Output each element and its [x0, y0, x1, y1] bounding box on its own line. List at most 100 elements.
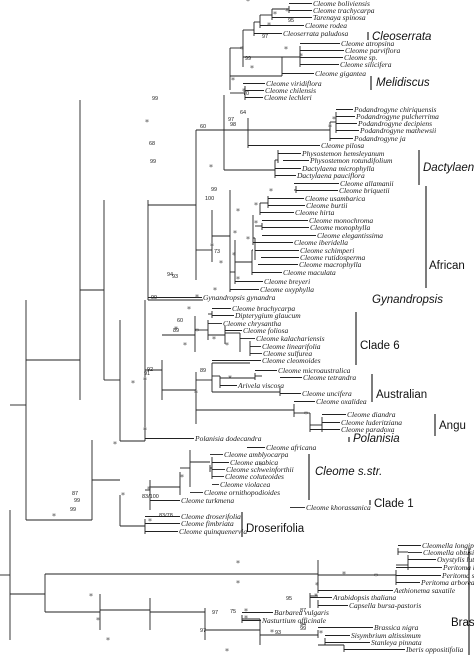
support-star: *: [285, 7, 289, 16]
support-value: 91: [144, 371, 150, 377]
support-value: 83/100: [142, 494, 159, 500]
support-star: *: [143, 376, 147, 385]
support-value: 87: [72, 491, 78, 497]
support-star: *: [284, 45, 288, 54]
clade-label-cleome-s-str: Cleome s.str.: [315, 466, 382, 478]
taxon-label-podandrogyne-chiriquensis: Podandrogyne chiriquensis: [353, 105, 437, 114]
support-star: *: [246, 235, 250, 244]
support-value: 60: [177, 318, 183, 324]
support-star: *: [195, 327, 199, 336]
support-star: *: [304, 410, 308, 419]
taxon-label-cleome-linearifolia: Cleome linearifolia: [262, 342, 321, 351]
taxon-label-cleome-rodea: Cleome rodea: [305, 21, 347, 30]
taxon-label-cleome-arabica: Cleome arabica: [230, 458, 278, 467]
taxon-label-cleome-maculata: Cleome maculata: [283, 268, 336, 277]
taxon-label-cleome-tetrandra: Cleome tetrandra: [303, 373, 356, 382]
taxon-label-cleome-microaustralica: Cleome microaustralica: [278, 366, 351, 375]
support-value: 93: [275, 630, 281, 636]
support-star: *: [236, 559, 240, 568]
support-value: 99: [70, 507, 76, 513]
support-value: 60: [200, 124, 206, 130]
support-value: 100: [205, 196, 214, 202]
clade-label-dactylaen: Dactylaen: [423, 162, 474, 174]
support-value: 64: [240, 110, 246, 116]
support-star: *: [244, 607, 248, 616]
support-value: 92: [147, 367, 153, 373]
taxon-label-cleome-breyeri: Cleome breyeri: [264, 277, 310, 286]
support-star: *: [314, 592, 318, 601]
taxon-label-oxystylis-lutea: Oxystylis lutea: [437, 555, 474, 564]
taxon-label-sisymbrium-altissimum: Sisymbrium altissimum: [351, 631, 421, 640]
support-star: *: [131, 379, 135, 388]
support-value: 68: [149, 141, 155, 147]
taxon-label-podandrogyne-decipiens: Podandrogyne decipiens: [357, 119, 432, 128]
taxon-label-dipterygium-glaucum: Dipterygium glaucum: [234, 311, 301, 320]
support-star: *: [244, 614, 248, 623]
support-star: *: [273, 10, 277, 19]
support-star: *: [195, 293, 199, 302]
clade-label-clade-6: Clade 6: [360, 340, 400, 352]
taxon-label-nasturtium-officinale: Nasturtium officinale: [261, 616, 327, 625]
support-value: 99: [211, 187, 217, 193]
support-value: 95: [286, 596, 292, 602]
taxon-label-cleome-uncifera: Cleome uncifera: [302, 389, 352, 398]
taxon-label-cleome-oxyphylla: Cleome oxyphylla: [260, 285, 314, 294]
support-value: 97: [200, 628, 206, 634]
support-star: *: [121, 491, 125, 500]
support-value: 89: [200, 368, 206, 374]
taxon-label-cleome-cleomoides: Cleome cleomoides: [262, 356, 321, 365]
support-star: *: [113, 440, 117, 449]
support-star: *: [332, 115, 336, 124]
taxon-label-stanleya-pinnata: Stanleya pinnata: [371, 638, 422, 647]
taxon-label-cleome-gigantea: Cleome gigantea: [315, 69, 366, 78]
support-star: *: [236, 207, 240, 216]
clade-label-droserifolia: Droserifolia: [246, 523, 305, 535]
support-star: *: [106, 636, 110, 645]
support-star: *: [269, 187, 273, 196]
taxon-label-cleome-fimbriata: Cleome fimbriata: [181, 519, 234, 528]
support-star: *: [270, 628, 274, 637]
taxon-label-peritoma-lutea: Peritoma lutea: [442, 563, 474, 572]
support-value: 99: [74, 498, 80, 504]
taxon-label-arivela-viscosa: Arivela viscosa: [237, 381, 284, 390]
clade-label-cleoserrata: Cleoserrata: [372, 31, 431, 43]
taxon-label-cleome-chilensis: Cleome chilensis: [265, 86, 316, 95]
taxon-label-cleome-turkmena: Cleome turkmena: [181, 496, 234, 505]
taxon-label-cleome-chrysantha: Cleome chrysantha: [223, 319, 281, 328]
support-star: *: [147, 485, 151, 494]
taxon-label-cleome-ornithopodioides: Cleome ornithopodioides: [204, 488, 280, 497]
taxon-label-dactylaena-microphylla: Dactylaena microphylla: [301, 164, 375, 173]
clade-bars: [241, 32, 470, 655]
taxon-label-peritoma-arborea: Peritoma arborea: [420, 578, 474, 587]
taxon-label-cleome-amblyocarpa: Cleome amblyocarpa: [224, 450, 289, 459]
taxon-label-polanisia-dodecandra: Polanisia dodecandra: [194, 434, 262, 443]
tree-branches: [0, 3, 442, 652]
support-star: *: [342, 570, 346, 579]
taxon-label-cleome-sp: Cleome sp.: [344, 53, 377, 62]
support-value: 94: [300, 622, 306, 628]
taxon-label-cleome-schimperi: Cleome schimperi: [300, 246, 354, 255]
support-star: *: [96, 616, 100, 625]
support-value: 99: [150, 159, 156, 165]
support-star: *: [210, 242, 214, 251]
taxon-label-peritoma-serrulata: Peritoma serrulata: [441, 571, 474, 580]
support-value: 89: [173, 328, 179, 334]
taxon-label-arabidopsis-thaliana: Arabidopsis thaliana: [332, 593, 396, 602]
support-value: 99: [300, 626, 306, 632]
support-star: *: [299, 52, 303, 61]
taxon-label-cleoserrata-paludosa: Cleoserrata paludosa: [283, 29, 348, 38]
clade-labels: CleoserrataMelidiscusDactylaenAfricanGyn…: [246, 31, 474, 629]
taxon-label-cleome-rutidosperma: Cleome rutidosperma: [300, 253, 365, 262]
support-star: *: [233, 229, 237, 238]
taxon-label-cleome-hirta: Cleome hirta: [295, 208, 335, 217]
taxon-label-cleome-briquetii: Cleome briquetii: [339, 186, 390, 195]
taxon-label-physostemon-rotundifolium: Physostemon rotundifolium: [309, 156, 393, 165]
support-star: *: [267, 21, 271, 30]
support-star: *: [225, 341, 229, 350]
taxon-label-cleome-brachycarpa: Cleome brachycarpa: [232, 304, 295, 313]
support-value: 95: [288, 18, 294, 24]
taxon-label-cleome-luderitziana: Cleome luderitziana: [341, 418, 402, 427]
support-star: *: [315, 581, 319, 590]
taxon-label-tarenaya-spinosa: Tarenaya spinosa: [313, 13, 366, 22]
